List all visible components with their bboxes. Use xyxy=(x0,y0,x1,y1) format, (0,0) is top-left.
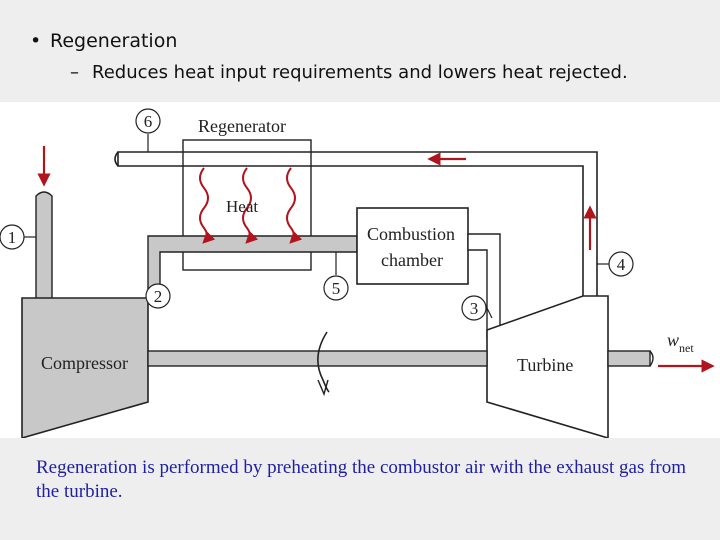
combustion-label: Combustion xyxy=(367,224,455,244)
chamber-label: chamber xyxy=(381,250,443,270)
hot-gas-pipe xyxy=(467,233,501,339)
wnet-label: wnet xyxy=(667,330,694,355)
heat-arrow-1 xyxy=(199,167,216,244)
svg-text:4: 4 xyxy=(617,255,626,274)
heat-arrow-3 xyxy=(286,167,303,244)
state-5-marker: 5 xyxy=(323,275,349,301)
sub-bullet-item: –Reduces heat input requirements and low… xyxy=(70,62,628,83)
state-1-marker: 1 xyxy=(0,224,36,250)
heat-arrow-2 xyxy=(242,167,259,244)
state-4-marker: 4 xyxy=(597,251,634,277)
svg-text:3: 3 xyxy=(470,299,479,318)
dash-icon: – xyxy=(70,62,79,83)
bullet-icon: • xyxy=(30,30,42,52)
state-2-marker: 2 xyxy=(145,283,171,309)
combustion-chamber xyxy=(356,207,469,285)
bullet-item: • Regeneration xyxy=(30,30,177,52)
bullet-area: • Regeneration –Reduces heat input requir… xyxy=(0,0,720,102)
svg-text:6: 6 xyxy=(144,112,153,131)
sub-bullet-text: Reduces heat input requirements and lowe… xyxy=(92,62,628,83)
output-shaft xyxy=(607,350,651,367)
inlet-pipe xyxy=(35,191,53,303)
pipe-end-cap xyxy=(114,151,119,167)
svg-text:2: 2 xyxy=(154,287,163,306)
rotation-icon xyxy=(317,331,330,393)
state-6-marker: 6 xyxy=(135,108,161,134)
regeneration-diagram: Regenerator Heat Combustion chamber Comp… xyxy=(0,102,720,438)
svg-text:5: 5 xyxy=(332,279,341,298)
regenerator-label: Regenerator xyxy=(198,116,286,136)
regenerator-box xyxy=(182,139,312,271)
rotation-arrowhead xyxy=(317,379,329,397)
caption-text: Regeneration is performed by preheating … xyxy=(36,457,687,502)
turbine xyxy=(486,295,609,438)
svg-text:1: 1 xyxy=(8,228,17,247)
turbine-label: Turbine xyxy=(517,355,573,375)
compressor-label: Compressor xyxy=(41,353,128,373)
bullet-text: Regeneration xyxy=(50,30,178,52)
state-3-marker: 3 xyxy=(461,295,487,321)
shaft-end-cap xyxy=(649,350,654,367)
heat-label: Heat xyxy=(226,197,258,216)
